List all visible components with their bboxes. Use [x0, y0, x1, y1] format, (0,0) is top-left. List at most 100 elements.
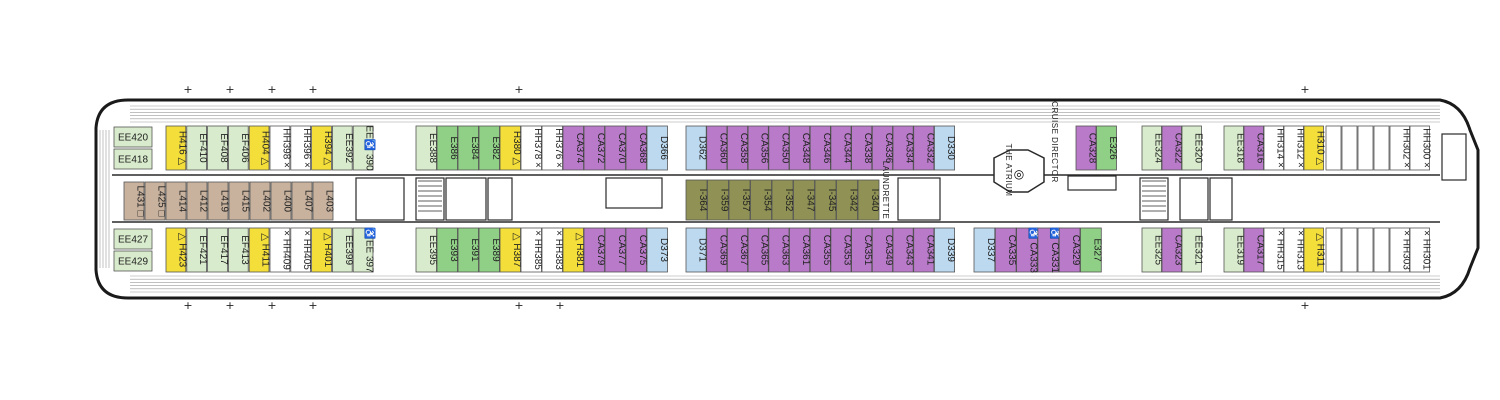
cabin-CA372[interactable]: CA372: [583, 125, 606, 171]
cabin-EF417[interactable]: EF417: [207, 227, 229, 273]
cabin-E391[interactable]: E391: [457, 227, 480, 273]
cabin-CA377[interactable]: CA377: [604, 227, 627, 273]
cabin-CA316[interactable]: CA316: [1243, 125, 1265, 171]
cabin-HH313[interactable]: × HH313: [1283, 227, 1305, 273]
cabin-EF410[interactable]: EF410: [186, 125, 208, 171]
cabin-HH300[interactable]: HH300 ×: [1409, 125, 1431, 171]
cabin-HH312[interactable]: HH312 ×: [1283, 125, 1305, 171]
cabin-E389[interactable]: E389: [478, 227, 501, 273]
cabin-EE420[interactable]: EE420: [113, 126, 153, 148]
cabin-CA375[interactable]: CA375: [625, 227, 648, 273]
cabin-D371[interactable]: D371: [685, 227, 708, 273]
cabin-CA349[interactable]: CA349: [871, 227, 894, 273]
cabin-EE418[interactable]: EE418: [113, 148, 153, 170]
cabin-EE320[interactable]: EE320: [1181, 125, 1203, 171]
cabin-L407[interactable]: L407: [291, 181, 314, 221]
cabin-EE427[interactable]: EE427: [113, 228, 153, 250]
cabin-H423[interactable]: △ H423: [165, 227, 187, 273]
cabin-E327[interactable]: E327: [1080, 227, 1103, 273]
cabin-L419[interactable]: L419: [207, 181, 230, 221]
cabin-I357[interactable]: I-357: [728, 179, 751, 221]
cabin-I347[interactable]: I-347: [793, 179, 816, 221]
cabin-CA346[interactable]: CA346: [809, 125, 832, 171]
cabin-HH378[interactable]: HH378 ×: [520, 125, 543, 171]
cabin-CA368[interactable]: CA368: [625, 125, 648, 171]
cabin-HH405[interactable]: × HH405: [290, 227, 312, 273]
cabin-CA365[interactable]: CA365: [747, 227, 770, 273]
cabin-CA353[interactable]: CA353: [830, 227, 853, 273]
cabin-H401[interactable]: △ H401: [311, 227, 333, 273]
cabin-I342[interactable]: I-342: [836, 179, 859, 221]
cabin-HH376[interactable]: HH376 ×: [541, 125, 564, 171]
cabin-EE324[interactable]: EE324: [1141, 125, 1163, 171]
cabin-HH383[interactable]: × HH383: [541, 227, 564, 273]
cabin-CA333[interactable]: ♿ CA333: [1016, 227, 1041, 273]
cabin-EE318[interactable]: EE318: [1223, 125, 1245, 171]
cabin-EE325[interactable]: EE325: [1141, 227, 1163, 273]
cabin-EF406[interactable]: EF406: [227, 125, 250, 171]
cabin-L412[interactable]: L412: [186, 181, 209, 221]
cabin-CA360[interactable]: CA360: [706, 125, 729, 171]
cabin-H416[interactable]: H416 △: [165, 125, 187, 171]
cabin-CA331[interactable]: ♿ CA331: [1037, 227, 1062, 273]
cabin-D337[interactable]: D337: [973, 227, 996, 273]
cabin-E386[interactable]: E386: [436, 125, 459, 171]
cabin-CA338[interactable]: CA338: [851, 125, 874, 171]
cabin-I354[interactable]: I-354: [750, 179, 773, 221]
cabin-H394[interactable]: H394 △: [311, 125, 333, 171]
cabin-HH398[interactable]: HH398 ×: [269, 125, 291, 171]
cabin-L400[interactable]: L400: [270, 181, 293, 221]
cabin-EE397[interactable]: ♿EE 397: [352, 227, 377, 273]
cabin-CA374[interactable]: CA374: [562, 125, 585, 171]
cabin-CA356[interactable]: CA356: [747, 125, 770, 171]
cabin-CA348[interactable]: CA348: [789, 125, 812, 171]
cabin-HH303[interactable]: × HH303: [1389, 227, 1411, 273]
cabin-HH409[interactable]: × HH409: [269, 227, 291, 273]
cabin-CA323[interactable]: CA323: [1161, 227, 1183, 273]
cabin-L402[interactable]: L402: [249, 181, 272, 221]
cabin-CA350[interactable]: CA350: [768, 125, 791, 171]
cabin-H381[interactable]: △ H381: [562, 227, 585, 273]
cabin-L425[interactable]: L425 □: [144, 181, 167, 221]
cabin-D362[interactable]: D362: [685, 125, 708, 171]
cabin-H387[interactable]: △ H387: [499, 227, 522, 273]
cabin-I364[interactable]: I-364: [685, 179, 708, 221]
cabin-H404[interactable]: H404 △: [248, 125, 271, 171]
cabin-CA358[interactable]: CA358: [727, 125, 749, 171]
cabin-EE399[interactable]: EE399: [331, 227, 354, 273]
cabin-CA335[interactable]: CA335: [994, 227, 1017, 273]
cabin-L403[interactable]: L403: [312, 181, 335, 221]
cabin-CA328[interactable]: CA328: [1075, 125, 1098, 171]
cabin-EF408[interactable]: EF408: [207, 125, 229, 171]
cabin-CA332[interactable]: CA332: [913, 125, 936, 171]
cabin-CA329[interactable]: CA329: [1058, 227, 1081, 273]
cabin-EF413[interactable]: EF413: [227, 227, 250, 273]
cabin-HH385[interactable]: × HH385: [520, 227, 543, 273]
cabin-L414[interactable]: L414: [165, 181, 188, 221]
cabin-EE395[interactable]: EE395: [415, 227, 438, 273]
cabin-H380[interactable]: H380 △: [499, 125, 522, 171]
cabin-EF421[interactable]: EF421: [186, 227, 208, 273]
cabin-CA344[interactable]: CA344: [830, 125, 853, 171]
cabin-I340[interactable]: I-340: [857, 179, 880, 221]
cabin-EE390[interactable]: EE♿ 390: [352, 125, 377, 171]
cabin-CA336[interactable]: CA336: [871, 125, 894, 171]
cabin-L415[interactable]: L415: [228, 181, 251, 221]
cabin-EE429[interactable]: EE429: [113, 250, 153, 272]
cabin-CA317[interactable]: CA317: [1243, 227, 1265, 273]
cabin-CA369[interactable]: CA369: [706, 227, 729, 273]
cabin-CA334[interactable]: CA334: [892, 125, 915, 171]
cabin-E393[interactable]: E393: [436, 227, 459, 273]
cabin-I345[interactable]: I-345: [814, 179, 837, 221]
cabin-I359[interactable]: I-359: [707, 179, 730, 221]
cabin-D366[interactable]: D366: [646, 125, 669, 171]
cabin-HH396[interactable]: HH396 ×: [290, 125, 312, 171]
cabin-H411[interactable]: △ H411: [248, 227, 271, 273]
cabin-EE392[interactable]: EE392: [331, 125, 354, 171]
cabin-HH315[interactable]: × HH315: [1263, 227, 1285, 273]
cabin-HH301[interactable]: × HH301: [1409, 227, 1431, 273]
cabin-HH314[interactable]: HH314 ×: [1263, 125, 1285, 171]
cabin-EE319[interactable]: EE319: [1223, 227, 1245, 273]
cabin-EE388[interactable]: EE388: [415, 125, 438, 171]
cabin-EE321[interactable]: EE321: [1181, 227, 1203, 273]
